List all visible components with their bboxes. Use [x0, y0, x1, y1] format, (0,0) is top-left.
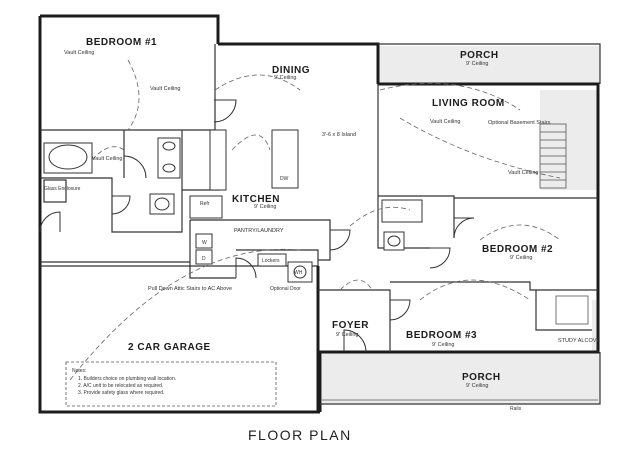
rails-label: Rails	[510, 406, 522, 412]
room-name-bedroom3: BEDROOM #3	[406, 330, 477, 341]
refrigerator-label: Refr	[200, 201, 210, 207]
stairs	[539, 123, 567, 189]
room-name-pantry: PANTRY/LAUNDRY	[234, 228, 284, 234]
door-swings	[39, 99, 475, 353]
island-note: 3'-6 x 8 Island	[322, 132, 356, 138]
room-name-foyer: FOYER	[332, 320, 369, 331]
vault-ceiling-bath-note: Vault Ceiling	[92, 156, 122, 162]
attic-stairs-note: Pull Down Attic Stairs to AC Above	[148, 286, 232, 292]
room-name-porch-top: PORCH	[460, 50, 499, 61]
porch-top-area	[378, 46, 600, 190]
porch-bottom-area	[322, 300, 600, 404]
room-ceiling-bedroom1: Vault Ceiling	[64, 50, 94, 56]
dishwasher-label: DW	[280, 176, 289, 182]
lockers-label: Lockers	[262, 258, 280, 264]
room-ceiling-porch-bottom: 9' Ceiling	[466, 383, 488, 389]
room-labels: BEDROOM #1 Vault Ceiling Vault Ceiling D…	[44, 37, 600, 412]
vault-ceiling-living-note: Vault Ceiling	[508, 170, 538, 176]
note-item: 1. Builders choice on plumbing wall loca…	[78, 376, 176, 382]
room-name-bedroom2: BEDROOM #2	[482, 244, 553, 255]
water-heater-label: WH	[294, 270, 303, 276]
note-item: 3. Provide safety glass where required.	[78, 390, 164, 396]
interior-walls	[40, 44, 598, 412]
room-ceiling-porch-top: 9' Ceiling	[466, 61, 488, 67]
vault-ceiling-note: Vault Ceiling	[150, 86, 180, 92]
note-item: 2. A/C unit to be relocated as required.	[78, 383, 163, 389]
room-name-bedroom1: BEDROOM #1	[86, 37, 157, 48]
room-name-kitchen: KITCHEN	[232, 194, 280, 205]
room-ceiling-bedroom2: 9' Ceiling	[510, 255, 532, 261]
basement-stairs-note: Optional Basement Stairs	[488, 120, 551, 126]
dryer-label: D	[202, 256, 206, 262]
notes-heading: Notes:	[72, 368, 86, 374]
room-ceiling-kitchen: 9' Ceiling	[254, 204, 276, 210]
room-name-living: LIVING ROOM	[432, 98, 505, 109]
optional-door-label: Optional Door	[270, 286, 301, 292]
room-ceiling-living: Vault Ceiling	[430, 119, 460, 125]
electrical-wiring	[69, 59, 561, 381]
plan-title: FLOOR PLAN	[248, 427, 352, 443]
room-ceiling-bedroom3: 9' Ceiling	[432, 342, 454, 348]
fixtures	[43, 123, 589, 325]
washer-label: W	[202, 240, 207, 246]
glass-enclosure-label: Glass Enclosure	[44, 186, 81, 192]
room-name-garage: 2 CAR GARAGE	[128, 342, 211, 353]
notes-box: Notes: 1. Builders choice on plumbing wa…	[65, 361, 277, 407]
exterior-walls	[38, 14, 601, 414]
room-name-study: STUDY ALCOVE	[558, 338, 600, 344]
room-name-porch-bottom: PORCH	[462, 372, 501, 383]
room-ceiling-foyer: 9' Ceiling	[336, 332, 358, 338]
room-ceiling-dining: 9' Ceiling	[274, 75, 296, 81]
room-name-dining: DINING	[272, 65, 310, 76]
